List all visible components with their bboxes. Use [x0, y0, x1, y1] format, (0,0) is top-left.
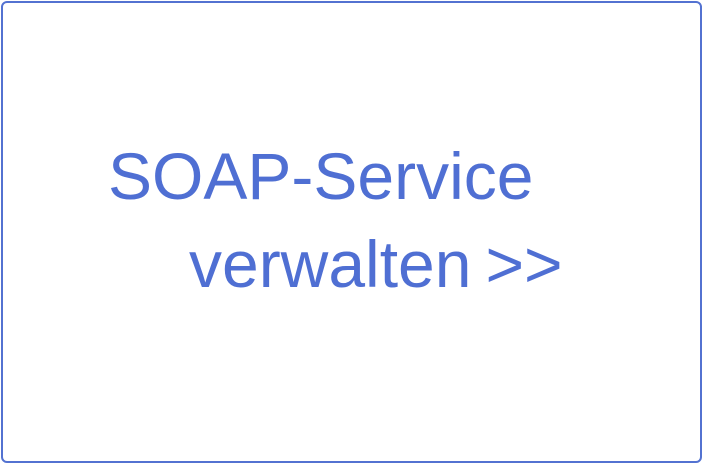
tile-title-line1: SOAP-Service	[108, 139, 534, 213]
double-chevron-right-icon: >>	[485, 227, 563, 301]
tile-title-verb: verwalten	[189, 227, 472, 301]
tile-title-line2: verwalten>>	[189, 231, 563, 297]
